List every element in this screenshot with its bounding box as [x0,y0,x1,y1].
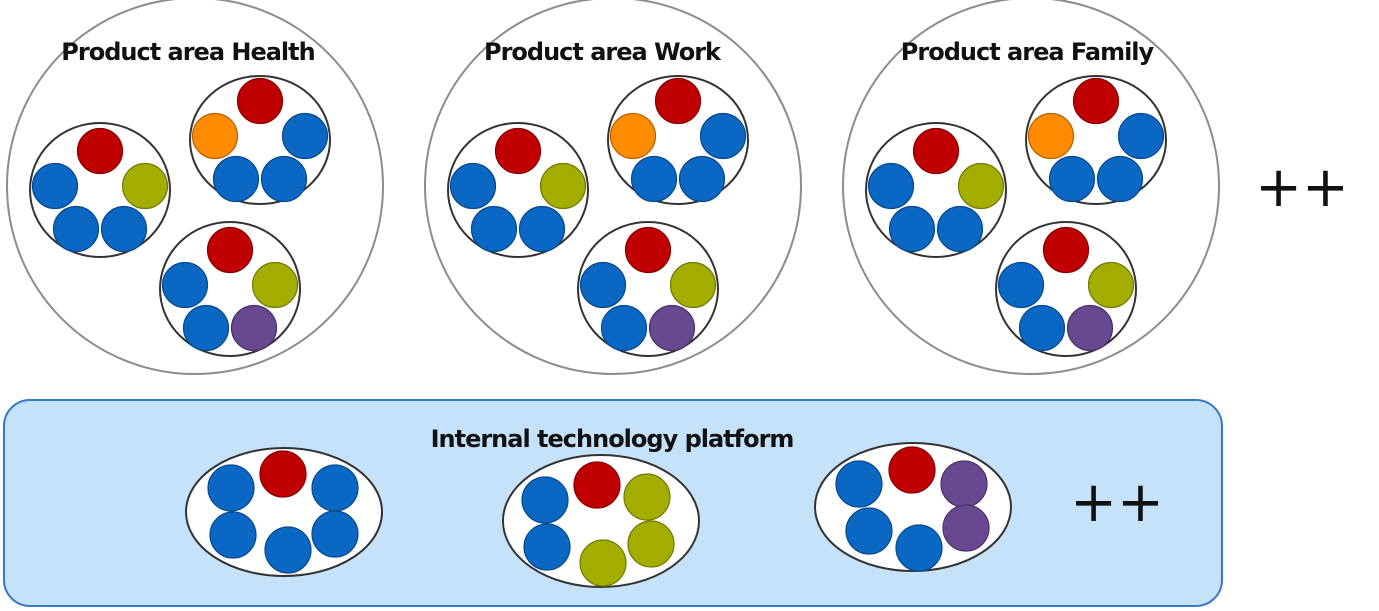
team-member-red [624,226,672,274]
product-area-health: Product area Health [6,0,384,375]
team-member-blue [521,476,569,524]
team-member-blue [31,162,79,210]
team-member-red [654,77,702,125]
team-member-blue [52,205,100,253]
team-member-olive [251,261,299,309]
product-area-work: Product area Work [424,0,802,375]
team-member-blue [997,261,1045,309]
team-member-red [573,461,621,509]
team-member-blue [281,112,329,160]
team-member-blue [212,155,260,203]
team-member-purple [648,304,696,352]
team-member-blue [207,464,255,512]
team-member-blue [311,464,359,512]
team-squad [189,75,331,205]
platform-team [502,454,700,588]
team-squad [607,75,749,205]
more-platform-teams-label: ++ [1070,470,1164,535]
team-member-orange [191,112,239,160]
team-member-blue [523,523,571,571]
team-squad [865,122,1007,258]
product-area-title: Product area Family [901,38,1155,66]
team-member-olive [1087,261,1135,309]
team-member-blue [209,511,257,559]
team-member-blue [518,205,566,253]
team-member-red [888,446,936,494]
team-member-red [1072,77,1120,125]
team-member-blue [600,304,648,352]
platform-team [185,447,383,577]
team-squad [577,221,719,357]
team-member-blue [1018,304,1066,352]
product-area-title: Product area Work [484,38,722,66]
team-member-red [236,77,284,125]
team-member-red [259,450,307,498]
team-member-blue [449,162,497,210]
team-squad [995,221,1137,357]
team-member-olive [669,261,717,309]
team-squad [1025,75,1167,205]
team-member-olive [539,162,587,210]
team-member-purple [230,304,278,352]
team-member-blue [895,524,943,572]
team-member-blue [630,155,678,203]
product-area-title: Product area Health [61,38,314,66]
team-member-purple [940,460,988,508]
team-member-blue [1096,155,1144,203]
team-member-blue [100,205,148,253]
platform-team [814,442,1012,572]
team-member-blue [311,510,359,558]
more-product-areas-label: ++ [1255,155,1349,220]
product-area-family: Product area Family [842,0,1220,375]
team-member-blue [264,526,312,574]
team-member-blue [260,155,308,203]
internal-technology-platform: Internal technology platform ++ [3,399,1223,607]
platform-title: Internal technology platform [431,425,794,453]
team-member-olive [623,473,671,521]
team-member-blue [161,261,209,309]
team-member-blue [888,205,936,253]
team-member-blue [1117,112,1165,160]
team-member-blue [845,507,893,555]
team-member-blue [678,155,726,203]
team-member-red [1042,226,1090,274]
team-member-blue [1048,155,1096,203]
team-member-olive [627,520,675,568]
team-member-olive [579,539,627,587]
team-member-olive [957,162,1005,210]
team-member-red [76,127,124,175]
team-squad [159,221,301,357]
team-member-purple [942,504,990,552]
team-member-orange [609,112,657,160]
team-member-purple [1066,304,1114,352]
team-member-blue [699,112,747,160]
team-member-orange [1027,112,1075,160]
team-member-blue [470,205,518,253]
team-member-blue [936,205,984,253]
team-squad [29,122,171,258]
team-member-red [912,127,960,175]
team-member-blue [579,261,627,309]
team-member-blue [835,460,883,508]
team-member-blue [867,162,915,210]
team-squad [447,122,589,258]
team-member-red [206,226,254,274]
team-member-blue [182,304,230,352]
team-member-red [494,127,542,175]
team-member-olive [121,162,169,210]
